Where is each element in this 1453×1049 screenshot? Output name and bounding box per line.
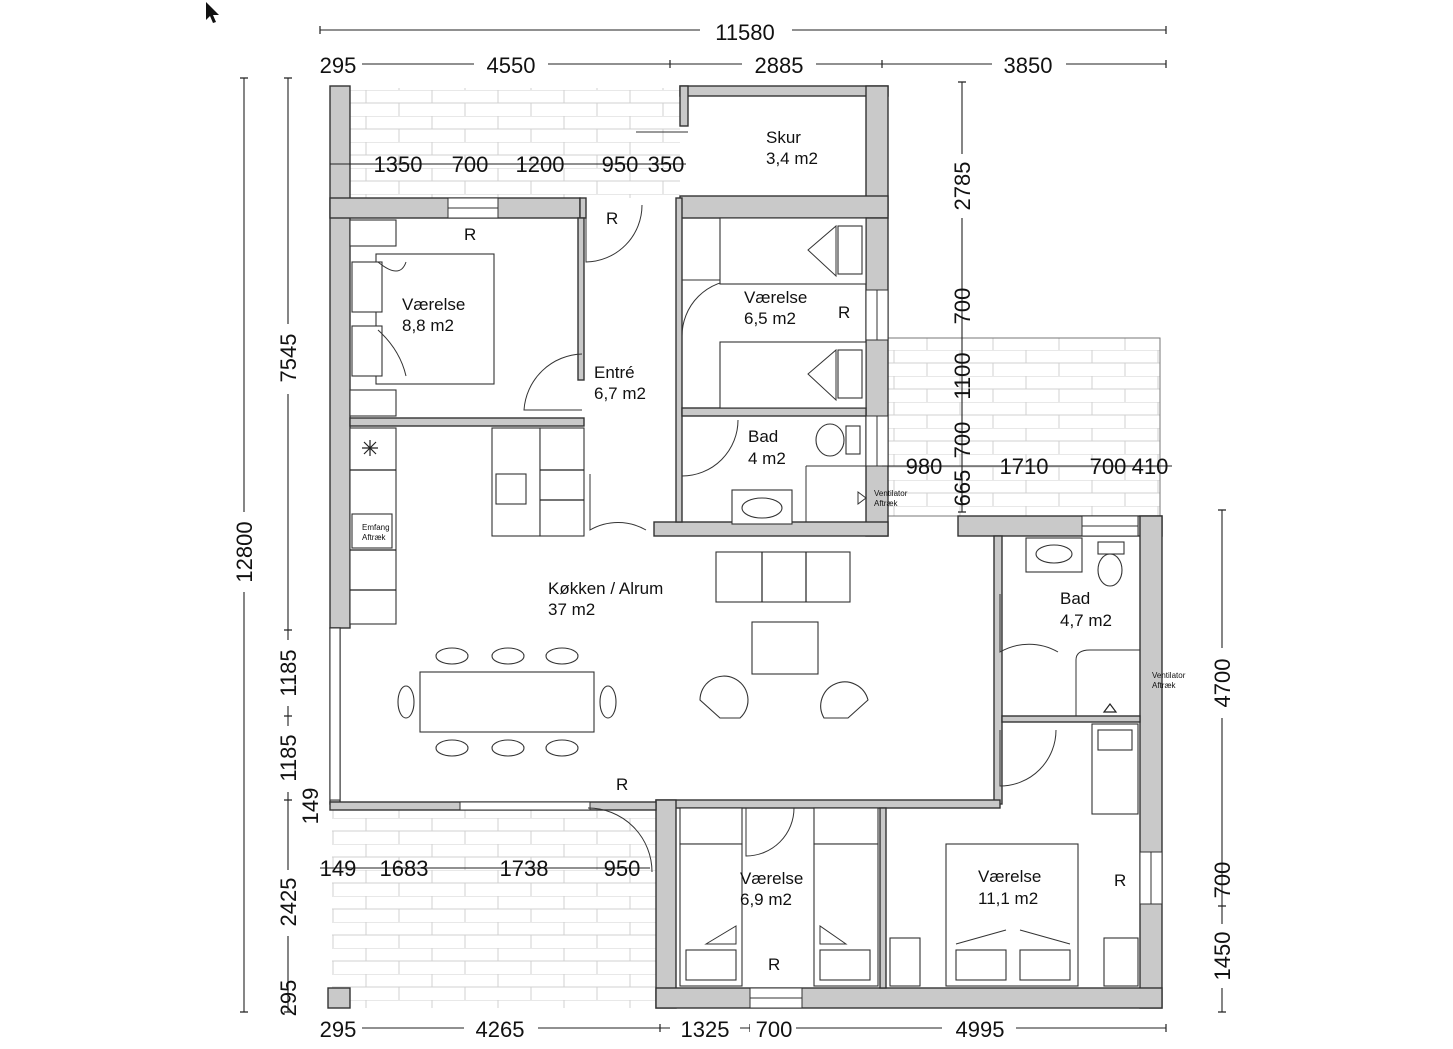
dim-bterrace-3: 1738 — [500, 856, 549, 881]
radiator-marker: R — [838, 303, 850, 322]
ventilator-note-2a: Ventilator — [1152, 671, 1186, 680]
emfang-note-2: Aftræk — [362, 533, 387, 542]
dim-top-3: 2885 — [755, 53, 804, 78]
dim-left-4: 149 — [298, 788, 323, 825]
ventilator-note-1b: Aftræk — [874, 499, 899, 508]
room-vaerelse1-name: Værelse — [402, 295, 465, 314]
room-entre-name: Entré — [594, 363, 635, 382]
furniture — [349, 217, 1140, 987]
mouse-cursor-icon — [206, 2, 219, 23]
room-entre-area: 6,7 m2 — [594, 384, 646, 403]
dim-right-5: 665 — [950, 470, 975, 507]
dim-left-5: 2425 — [276, 878, 301, 927]
room-vaerelse2-area: 6,5 m2 — [744, 309, 796, 328]
dim-right-3: 1100 — [950, 352, 975, 399]
room-skur-area: 3,4 m2 — [766, 149, 818, 168]
dim-bottom-4: 700 — [756, 1017, 793, 1042]
dim-top-4: 3850 — [1004, 53, 1053, 78]
dim-left-3: 1185 — [276, 734, 301, 781]
dim-bottom-5: 4995 — [956, 1017, 1005, 1042]
dim-top-2: 4550 — [487, 53, 536, 78]
dim-rterrace-4: 410 — [1132, 454, 1169, 479]
doors — [523, 131, 1059, 873]
dim-bterrace-4: 950 — [604, 856, 641, 881]
room-vaerelse2-name: Værelse — [744, 288, 807, 307]
ventilator-note-1a: Ventilator — [874, 489, 908, 498]
dim-rterrace-2: 1710 — [1000, 454, 1049, 479]
dim-terrace-2: 700 — [452, 152, 489, 177]
room-labels: Skur 3,4 m2 Værelse 8,8 m2 Entré 6,7 m2 … — [402, 128, 1112, 909]
room-bad1-area: 4 m2 — [748, 449, 786, 468]
radiator-marker: R — [616, 775, 628, 794]
dim-top-total: 11580 — [715, 20, 775, 45]
dim-rlower-1: 4700 — [1210, 659, 1235, 708]
bottom-dimensions: 295 4265 1325 700 4995 — [316, 1016, 1016, 1042]
room-vaerelse3-area: 6,9 m2 — [740, 890, 792, 909]
room-vaerelse3-name: Værelse — [740, 869, 803, 888]
left-dimensions: 12800 7545 1185 1185 149 2425 295 — [232, 324, 323, 1016]
room-vaerelse4-name: Værelse — [978, 867, 1041, 886]
dim-terrace-4: 950 — [602, 152, 639, 177]
dim-bottom-3: 1325 — [681, 1017, 730, 1042]
dim-left-1: 7545 — [276, 334, 301, 383]
room-bad1-name: Bad — [748, 427, 778, 446]
dim-terrace-5: 350 — [648, 152, 685, 177]
dim-right-2: 700 — [950, 288, 975, 325]
radiator-marker: R — [606, 209, 618, 228]
dim-right-4: 700 — [950, 422, 975, 459]
room-kokken-area: 37 m2 — [548, 600, 595, 619]
dim-rterrace-1: 980 — [906, 454, 943, 479]
dim-terrace-3: 1200 — [516, 152, 565, 177]
dim-terrace-1: 1350 — [374, 152, 423, 177]
dim-rlower-3: 1450 — [1210, 932, 1235, 981]
room-skur-name: Skur — [766, 128, 801, 147]
radiator-marker: R — [464, 225, 476, 244]
dim-right-1: 2785 — [950, 162, 975, 211]
room-vaerelse4-area: 11,1 m2 — [978, 889, 1038, 908]
ventilator-note-2b: Aftræk — [1152, 681, 1177, 690]
room-bad2-name: Bad — [1060, 589, 1090, 608]
dim-rterrace-3: 700 — [1090, 454, 1127, 479]
small-notes: Ventilator Aftræk Ventilator Aftræk Emfa… — [362, 489, 1186, 690]
dim-bottom-2: 4265 — [476, 1017, 525, 1042]
terrace-bottom — [332, 810, 658, 1008]
dim-bottom-1: 295 — [320, 1017, 357, 1042]
terrace-top — [350, 88, 680, 198]
terrace-right — [887, 337, 1161, 517]
radiator-marker: R — [1114, 871, 1126, 890]
radiator-marker: R — [768, 955, 780, 974]
windows — [329, 197, 1163, 1009]
top-dimensions: 11580 295 4550 2885 3850 — [316, 18, 1066, 78]
terrace-right-dimensions: 980 1710 700 410 — [906, 454, 1169, 479]
room-bad2-area: 4,7 m2 — [1060, 611, 1112, 630]
right-upper-dimensions: 2785 700 1100 700 665 — [950, 154, 975, 506]
dim-rlower-2: 700 — [1210, 862, 1235, 899]
dim-bterrace-2: 1683 — [380, 856, 429, 881]
dim-top-1: 295 — [320, 53, 357, 78]
dim-left-6: 295 — [276, 980, 301, 1017]
terrace-top-dimensions: 1350 700 1200 950 350 — [374, 152, 685, 177]
radiator-markers: R R R R R R — [464, 209, 1126, 974]
dim-left-total: 12800 — [232, 521, 257, 582]
dim-left-2: 1185 — [276, 649, 301, 696]
room-kokken-name: Køkken / Alrum — [548, 579, 663, 598]
right-lower-dimensions: 4700 700 1450 — [1210, 648, 1235, 988]
room-vaerelse1-area: 8,8 m2 — [402, 316, 454, 335]
terrace-bottom-dimensions: 149 1683 1738 950 — [320, 856, 641, 881]
emfang-note-1: Emfang — [362, 523, 390, 532]
dim-bterrace-1: 149 — [320, 856, 357, 881]
